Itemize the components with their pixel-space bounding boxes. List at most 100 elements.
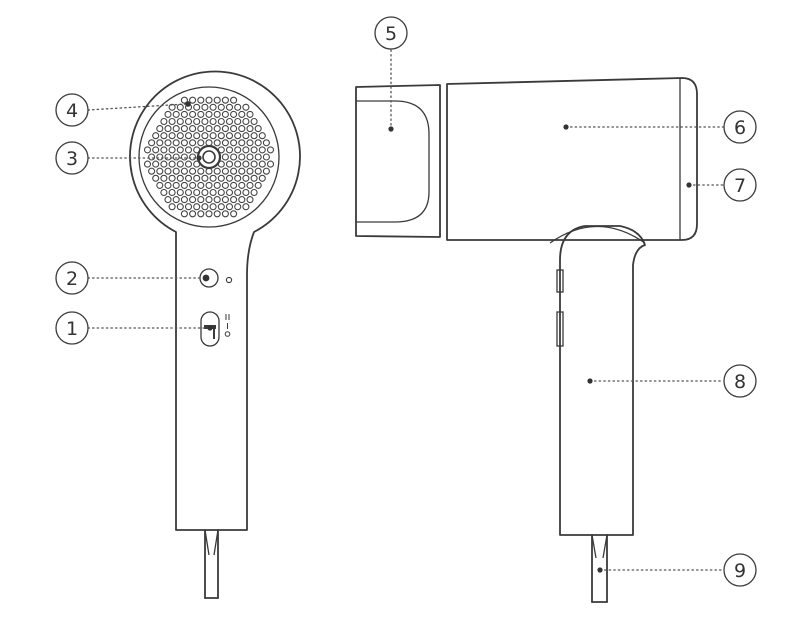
grille-hole bbox=[262, 139, 270, 147]
grille-hole bbox=[197, 210, 205, 218]
grille-hole bbox=[201, 103, 209, 111]
grille-hole bbox=[221, 139, 229, 147]
grille-hole bbox=[184, 174, 193, 182]
callout-4-label: 4 bbox=[66, 100, 78, 122]
grille-hole bbox=[246, 125, 254, 133]
grille-hole bbox=[201, 188, 209, 197]
grille-hole bbox=[221, 210, 229, 218]
grille-hole bbox=[246, 181, 254, 189]
grille-hole bbox=[197, 96, 205, 104]
handle bbox=[559, 225, 646, 536]
grille-hole bbox=[230, 96, 238, 104]
grille-hole bbox=[246, 153, 254, 161]
grille-hole bbox=[201, 203, 209, 211]
grille-hole bbox=[176, 132, 184, 140]
grille-hole bbox=[143, 160, 152, 168]
grille-hole bbox=[209, 117, 217, 126]
grille-hole bbox=[193, 203, 201, 211]
grille-hole bbox=[184, 160, 193, 168]
grille-hole bbox=[258, 146, 266, 154]
grille-hole bbox=[217, 103, 225, 111]
grille-hole bbox=[250, 117, 258, 126]
grille-hole bbox=[230, 181, 238, 189]
grille-hole bbox=[225, 117, 234, 126]
grille-hole bbox=[221, 196, 229, 204]
callout-6: 6 bbox=[723, 110, 757, 144]
dot-4 bbox=[185, 101, 191, 107]
grille-hole bbox=[189, 153, 197, 161]
grille-hole bbox=[262, 167, 270, 175]
callout-7-label: 7 bbox=[734, 175, 746, 197]
grille-hole bbox=[205, 125, 213, 133]
grille-hole bbox=[197, 125, 205, 133]
grille-hole bbox=[160, 174, 168, 182]
grille-hole bbox=[168, 132, 176, 140]
grille-hole bbox=[230, 139, 238, 147]
grille-hole bbox=[197, 181, 205, 189]
grille-hole bbox=[254, 153, 262, 161]
grille-hole bbox=[201, 132, 209, 140]
grille-hole bbox=[242, 103, 250, 111]
grille-hole bbox=[234, 146, 242, 154]
dot-5 bbox=[388, 126, 394, 132]
grille-hole bbox=[164, 125, 172, 133]
grille-hole bbox=[225, 160, 234, 168]
dot-3 bbox=[196, 155, 202, 161]
side-view bbox=[355, 77, 698, 603]
grille-hole bbox=[254, 181, 262, 189]
dot-9 bbox=[597, 567, 603, 573]
grille-hole bbox=[213, 96, 221, 104]
grille-hole bbox=[254, 125, 262, 133]
grille-hole bbox=[250, 132, 258, 140]
grille-hole bbox=[168, 174, 176, 182]
grille-hole bbox=[242, 174, 250, 182]
grille-hole bbox=[184, 117, 193, 126]
grille-hole bbox=[143, 146, 152, 154]
grille-hole bbox=[213, 167, 221, 175]
grille-hole bbox=[197, 196, 205, 204]
grille-hole bbox=[184, 203, 193, 211]
callouts: 1 2 3 4 5 6 7 8 bbox=[55, 16, 757, 587]
grille-hole bbox=[168, 146, 176, 154]
grille-hole bbox=[189, 167, 197, 175]
grille-hole bbox=[148, 167, 156, 175]
grille-hole bbox=[164, 139, 172, 147]
callout-7: 7 bbox=[723, 168, 757, 202]
grille-hole bbox=[156, 153, 164, 161]
grille-hole bbox=[156, 125, 164, 133]
grille-hole bbox=[242, 132, 250, 140]
callout-3: 3 bbox=[55, 141, 89, 175]
grille-hole bbox=[230, 210, 238, 218]
grille-hole bbox=[172, 110, 180, 118]
callout-9-label: 9 bbox=[734, 560, 746, 582]
grille-hole bbox=[197, 110, 205, 118]
grille-hole bbox=[156, 181, 164, 189]
grille-hole bbox=[189, 196, 197, 204]
grille-hole bbox=[193, 132, 201, 140]
grille-hole bbox=[242, 188, 250, 197]
grille-hole bbox=[213, 196, 221, 204]
grille-hole bbox=[221, 153, 229, 161]
grille-hole bbox=[258, 132, 266, 140]
grille-hole bbox=[217, 132, 225, 140]
grille-hole bbox=[201, 117, 209, 126]
grille-hole bbox=[213, 125, 221, 133]
grille-hole bbox=[225, 188, 234, 197]
grille-hole bbox=[238, 125, 246, 133]
nozzle bbox=[355, 84, 441, 238]
grille-hole bbox=[230, 153, 238, 161]
power-switch bbox=[200, 311, 220, 347]
grille-hole bbox=[176, 174, 184, 182]
grille-hole bbox=[193, 188, 201, 197]
grille-hole bbox=[213, 210, 221, 218]
grille-hole bbox=[172, 196, 180, 204]
leader-4 bbox=[87, 103, 187, 111]
grille-hole bbox=[238, 139, 246, 147]
grille-hole bbox=[205, 181, 213, 189]
grille-hole bbox=[180, 125, 188, 133]
side-button-lower bbox=[556, 311, 564, 347]
grille-hole bbox=[180, 96, 188, 104]
grille-hole bbox=[152, 174, 160, 182]
grille-hole bbox=[164, 196, 172, 204]
grille-hole bbox=[148, 139, 156, 147]
